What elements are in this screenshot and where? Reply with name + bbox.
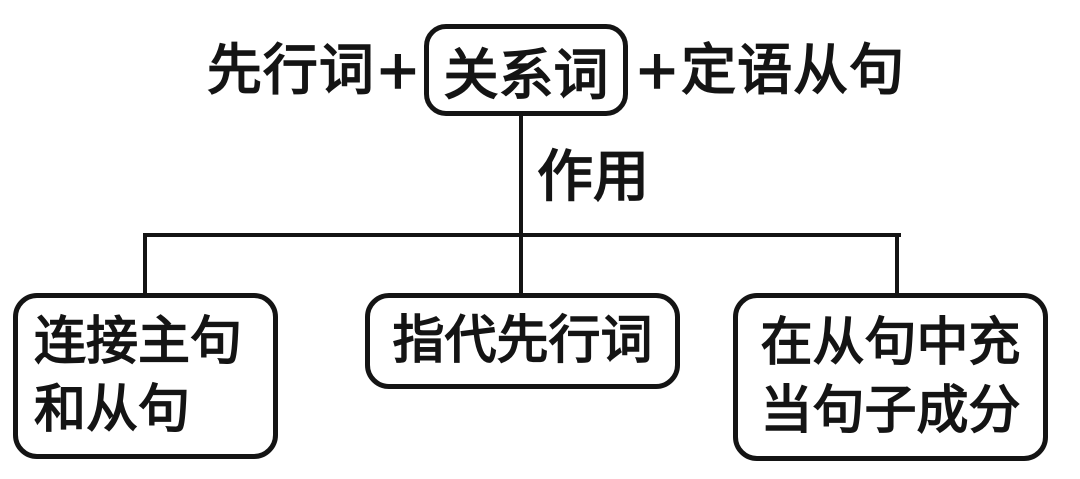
connector-vertical-left (143, 233, 147, 293)
relative-word-label: 关系词 (443, 42, 609, 107)
branch-box-refer-antecedent: 指代先行词 (365, 293, 680, 389)
branch-text-line: 和从句 (34, 379, 191, 440)
branch-box-connect-clauses: 连接主句 和从句 (13, 293, 278, 459)
branch-text-line: 在从句中充 (760, 312, 1021, 373)
connector-horizontal-branch (143, 233, 901, 237)
branch-text-line: 指代先行词 (392, 310, 653, 371)
branch-text-line: 连接主句 (34, 311, 243, 372)
formula-suffix-text: +定语从句 (634, 37, 906, 102)
relative-word-node: 关系词 (424, 24, 628, 116)
edge-label: 作用 (537, 144, 649, 210)
connector-vertical-right (895, 233, 899, 293)
branch-box-sentence-component: 在从句中充 当句子成分 (733, 293, 1048, 461)
formula-prefix-text: 先行词+ (206, 37, 422, 102)
connector-vertical-main (519, 114, 523, 293)
branch-text-line: 当句子成分 (760, 380, 1021, 441)
